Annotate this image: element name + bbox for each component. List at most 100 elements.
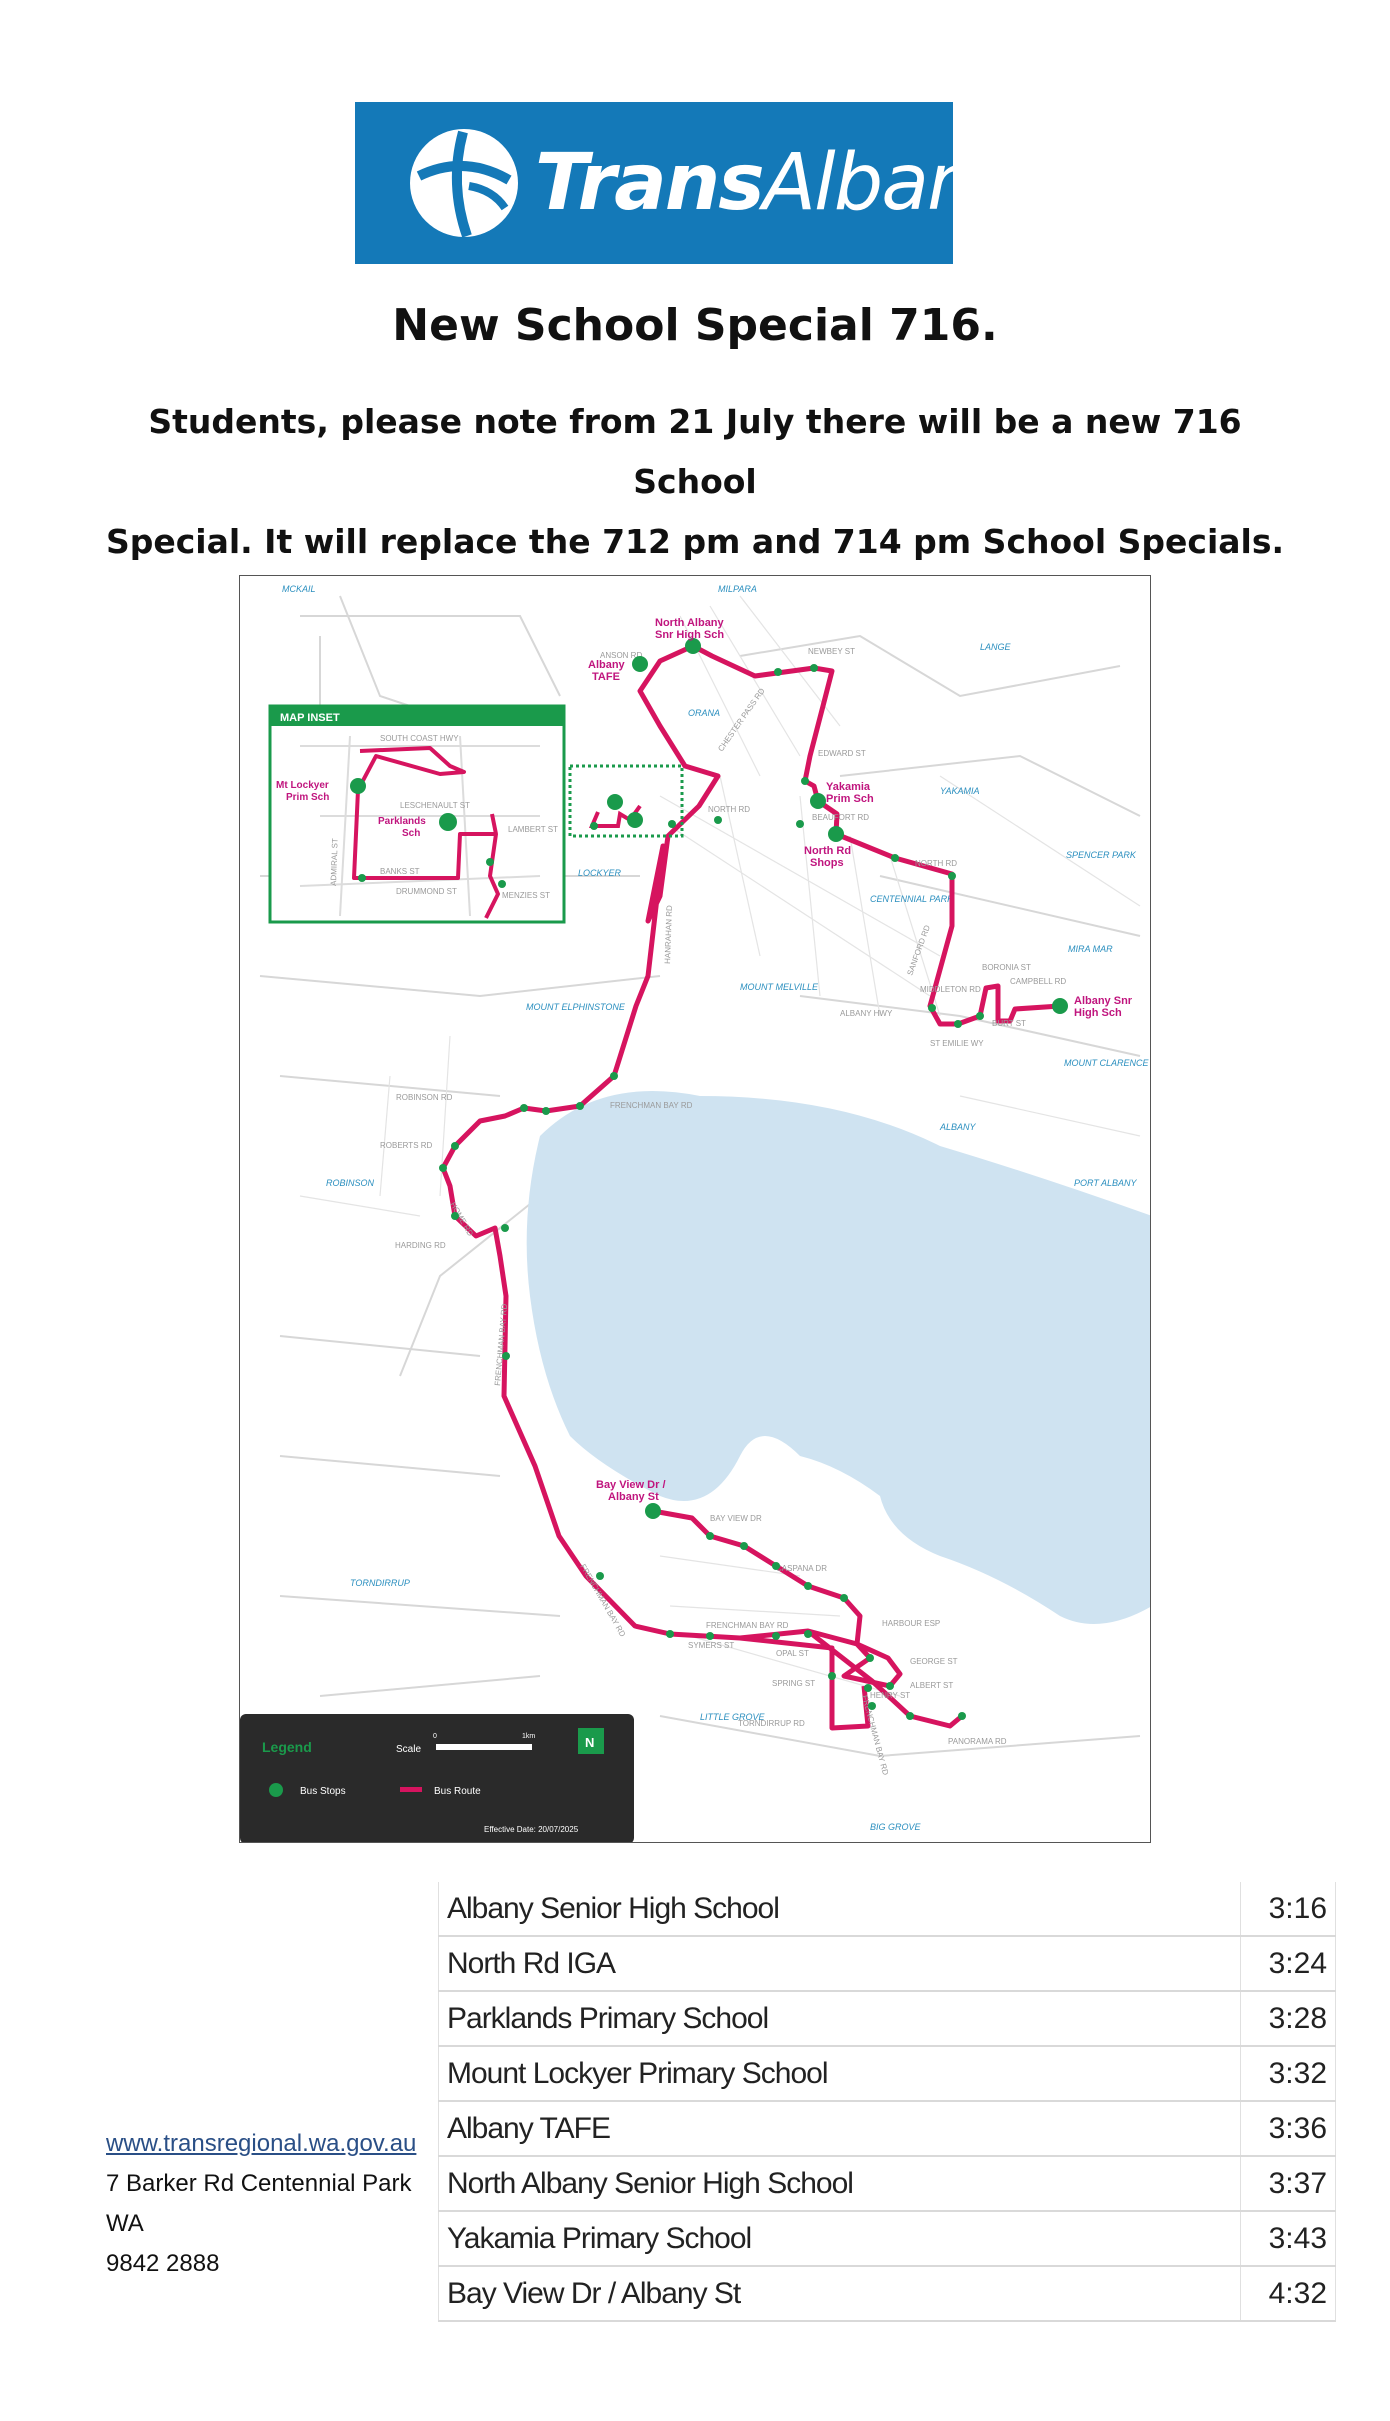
road-label: BURT ST <box>992 1019 1026 1028</box>
stop-dot <box>627 812 643 828</box>
suburb-label: LOCKYER <box>578 868 622 878</box>
north-label: N <box>585 1735 594 1750</box>
suburb-label: MOUNT MELVILLE <box>740 982 819 992</box>
stop-label: Sch <box>402 828 420 839</box>
stop-dot <box>796 820 804 828</box>
stop-dot <box>714 816 722 824</box>
suburb-label: PORT ALBANY <box>1074 1178 1138 1188</box>
effective-date: Effective Date: 20/07/2025 <box>484 1825 579 1834</box>
logo-emblem-icon <box>410 129 518 238</box>
stop-dot <box>596 1572 604 1580</box>
timetable-time: 4:32 <box>1240 2266 1336 2322</box>
suburb-label: ALBANY <box>939 1122 977 1132</box>
road-label: NEWBEY ST <box>808 647 855 656</box>
road-label: PANORAMA RD <box>948 1737 1007 1746</box>
water-edge <box>740 1442 800 1492</box>
stop-label: Prim Sch <box>826 793 874 805</box>
stop-dot <box>868 1702 876 1710</box>
road-label: HANRAHAN RD <box>663 905 674 964</box>
stop-dot <box>804 1630 812 1638</box>
legend-title: Legend <box>262 1739 312 1755</box>
scale-end: 1km <box>522 1733 535 1740</box>
stop-dot <box>828 826 844 842</box>
suburb-labels: MCKAIL MILPARA LANGE ORANA YAKAMIA SPENC… <box>282 584 1150 1832</box>
road-label: HENRY ST <box>870 1691 910 1700</box>
stop-label: Mt Lockyer <box>276 780 329 791</box>
transalbany-logo: TransAlbany <box>355 102 1021 264</box>
road-label: SPRING ST <box>772 1679 815 1688</box>
stop-dot <box>358 874 366 882</box>
road-label: CHESTER PASS RD <box>716 686 767 753</box>
bus-stops <box>439 638 1068 1720</box>
suburb-label: BIG GROVE <box>870 1822 922 1832</box>
stop-label: High Sch <box>1074 1007 1122 1019</box>
website-link[interactable]: www.transregional.wa.gov.au <box>106 2130 417 2157</box>
north-arrow-icon <box>578 1728 604 1754</box>
road-label: ALBERT ST <box>910 1681 953 1690</box>
scale-start: 0 <box>433 1733 437 1740</box>
suburb-label: LITTLE GROVE <box>700 1712 766 1722</box>
road-label: LAMBERT ST <box>508 825 558 834</box>
road-label: FRENCHMAN BAY RD <box>610 1101 693 1110</box>
notice-text: Students, please note from 21 July there… <box>100 392 1290 572</box>
road-label: DRUMMOND ST <box>396 887 457 896</box>
suburb-label: YAKAMIA <box>940 786 980 796</box>
stop-dot <box>668 820 676 828</box>
harbour-water <box>526 1091 1150 1624</box>
road-label: HOME RD <box>448 1201 475 1238</box>
legend-bus-route: Bus Route <box>434 1786 481 1797</box>
suburb-label: CENTENNIAL PARK <box>870 894 954 904</box>
timetable-stop-name: Bay View Dr / Albany St <box>438 2266 1241 2322</box>
timetable-time: 3:24 <box>1240 1936 1336 1992</box>
timetable-stop-name: Parklands Primary School <box>438 1991 1241 2047</box>
stop-dot <box>891 854 899 862</box>
road-label: TORNDIRRUP RD <box>738 1719 805 1728</box>
stop-label: Albany St <box>608 1491 659 1503</box>
road-label: BAY VIEW DR <box>710 1514 762 1523</box>
road-label: CASPANA DR <box>776 1564 827 1573</box>
road-label: ROBINSON RD <box>396 1093 453 1102</box>
road-label: ALBANY HWY <box>840 1009 893 1018</box>
stop-dot <box>486 858 494 866</box>
stop-label: TAFE <box>592 671 620 683</box>
logo-wordmark: TransAlbany <box>535 138 1021 228</box>
road-label: CAMPBELL RD <box>1010 977 1066 986</box>
stop-dot <box>645 1503 661 1519</box>
notice-line-1: Students, please note from 21 July there… <box>148 402 1242 501</box>
suburb-label: ROBINSON <box>326 1178 375 1188</box>
timetable-time: 3:28 <box>1240 1991 1336 2047</box>
stop-dot <box>632 656 648 672</box>
inset-title: MAP INSET <box>280 712 340 724</box>
map-legend: Legend Scale 0 1km N Bus Stops Bus Route… <box>240 1714 634 1842</box>
suburb-label: MOUNT CLARENCE <box>1064 1058 1150 1068</box>
stop-dot <box>740 1542 748 1550</box>
stop-dot <box>886 1682 894 1690</box>
scale-label: Scale <box>396 1744 421 1755</box>
stop-dot <box>976 1012 984 1020</box>
stop-dot <box>810 664 818 672</box>
stop-dot <box>906 1712 914 1720</box>
stop-dot <box>866 1654 874 1662</box>
stop-label: North Albany <box>655 617 725 629</box>
timetable-stop-name: North Rd IGA <box>438 1936 1241 1992</box>
stop-dot <box>350 778 366 794</box>
stop-dot <box>706 1532 714 1540</box>
road-label: NORTH RD <box>708 805 750 814</box>
road-label: ADMIRAL ST <box>329 838 340 886</box>
road-label: SANFORD RD <box>905 924 932 977</box>
stop-dot <box>439 1164 447 1172</box>
stop-dot <box>520 1104 528 1112</box>
stop-dot <box>576 1102 584 1110</box>
address-line-2: WA <box>106 2210 144 2237</box>
stop-label: Prim Sch <box>286 792 329 803</box>
timetable-time: 3:16 <box>1240 1882 1336 1937</box>
stop-label: Albany <box>588 659 626 671</box>
road-label: LESCHENAULT ST <box>400 801 470 810</box>
stop-label: Bay View Dr / <box>596 1479 666 1491</box>
map-inset: MAP INSET Mt Lockyer Prim Sch Parklands … <box>268 704 566 924</box>
route-map-svg: MCKAIL MILPARA LANGE ORANA YAKAMIA SPENC… <box>240 584 1150 1842</box>
